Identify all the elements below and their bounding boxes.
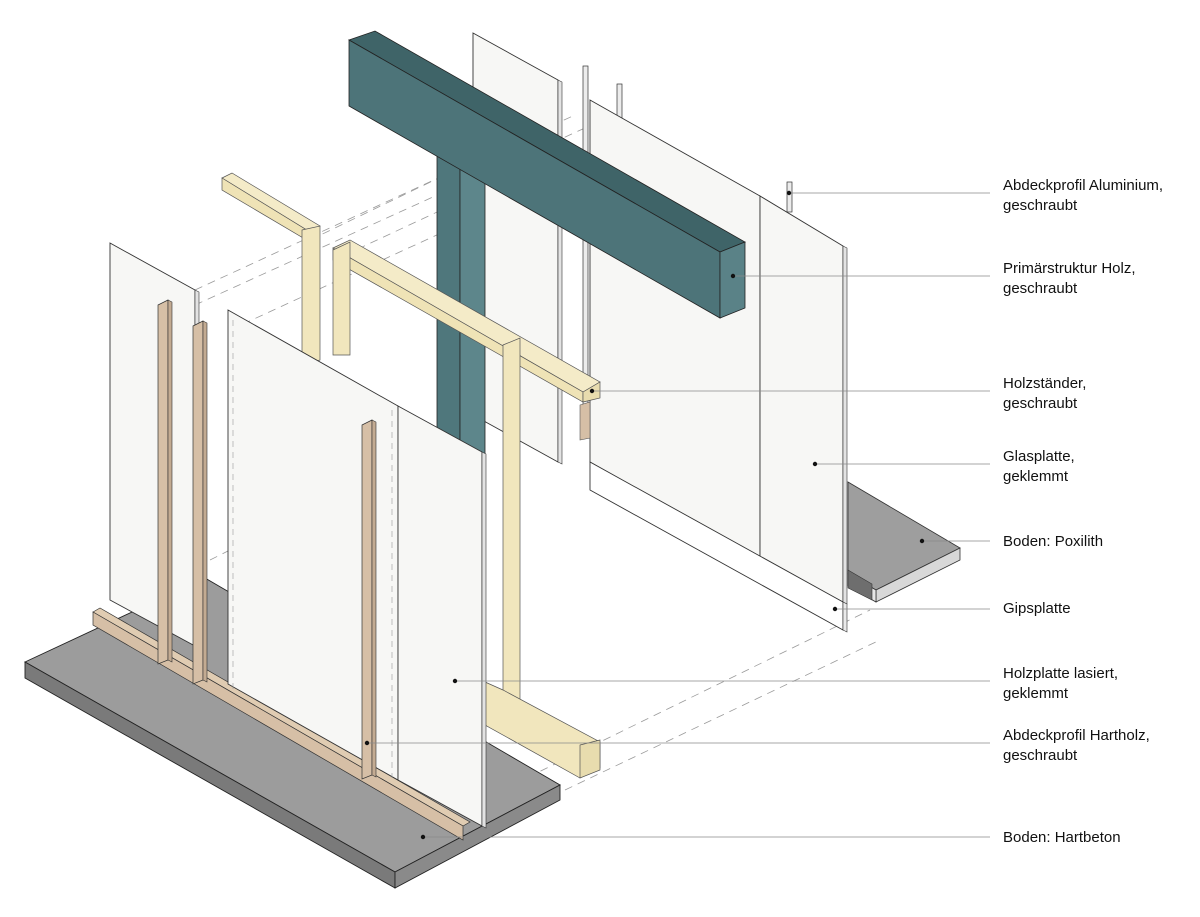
label-boden-poxilith: Boden: Poxilith — [1003, 533, 1104, 550]
floor-poxilith — [847, 481, 961, 603]
timber-frame — [332, 239, 601, 779]
gypsum-board — [589, 461, 848, 633]
label-gipsplatte: Gipsplatte — [1003, 600, 1071, 617]
label-holzstaender: Holzständer,geschraubt — [1003, 375, 1087, 412]
primary-structure-beam — [348, 30, 746, 532]
label-primaerstruktur-holz: Primärstruktur Holz,geschraubt — [1003, 260, 1136, 297]
aluminium-profile-right — [786, 181, 793, 213]
hardwood-profile-front — [361, 419, 377, 780]
label-abdeckprofil-aluminium: Abdeckprofil Aluminium,geschraubt — [1003, 177, 1164, 214]
label-holzplatte: Holzplatte lasiert,geklemmt — [1003, 665, 1119, 702]
wood-panel-left — [109, 242, 200, 649]
wood-panel-middle — [227, 309, 487, 829]
hardwood-profiles-left — [157, 299, 208, 685]
label-glasplatte: Glasplatte,geklemmt — [1003, 448, 1075, 485]
leader-dots — [364, 190, 925, 840]
label-abdeckprofil-hartholz: Abdeckprofil Hartholz,geschraubt — [1003, 727, 1150, 764]
leader-lines — [367, 192, 990, 838]
label-boden-hartbeton: Boden: Hartbeton — [1003, 829, 1121, 846]
timber-stud-back — [221, 172, 321, 365]
